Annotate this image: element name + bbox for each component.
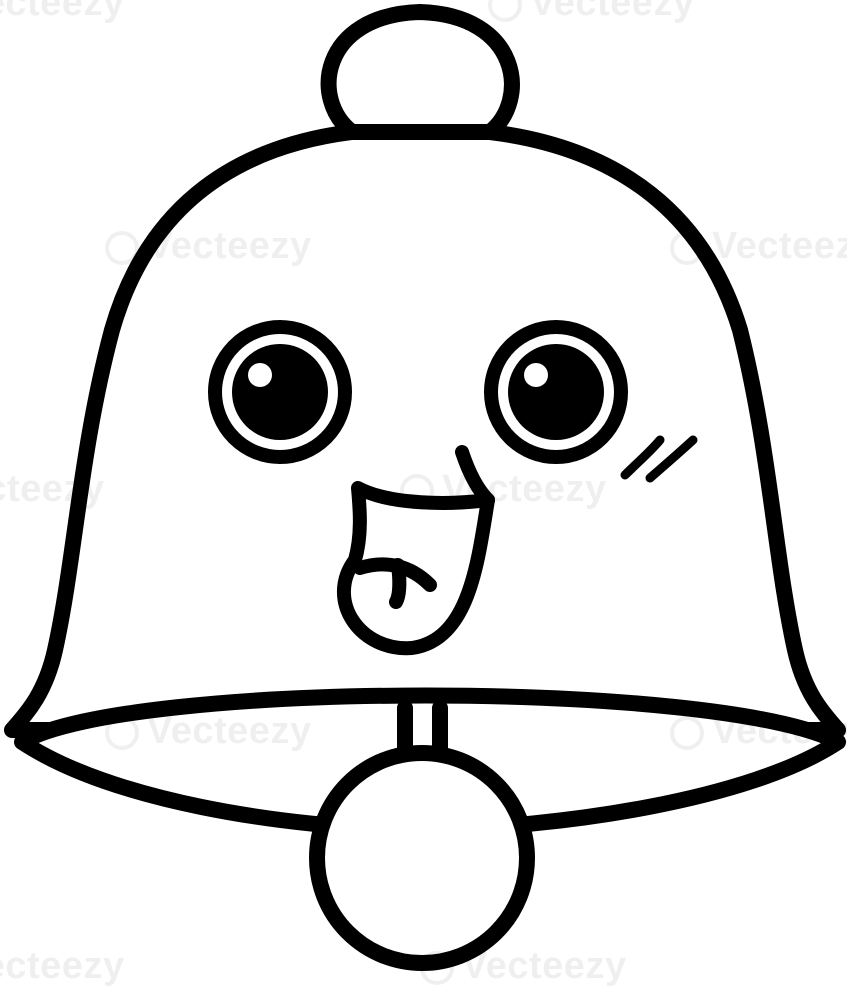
bell-top-knob [320, 4, 520, 140]
clapper-ball [309, 745, 535, 971]
left-eye [208, 320, 352, 464]
cheek-blush-marks [620, 435, 698, 483]
right-eye [484, 320, 628, 464]
open-mouth [337, 445, 495, 656]
bell-body [4, 124, 846, 738]
